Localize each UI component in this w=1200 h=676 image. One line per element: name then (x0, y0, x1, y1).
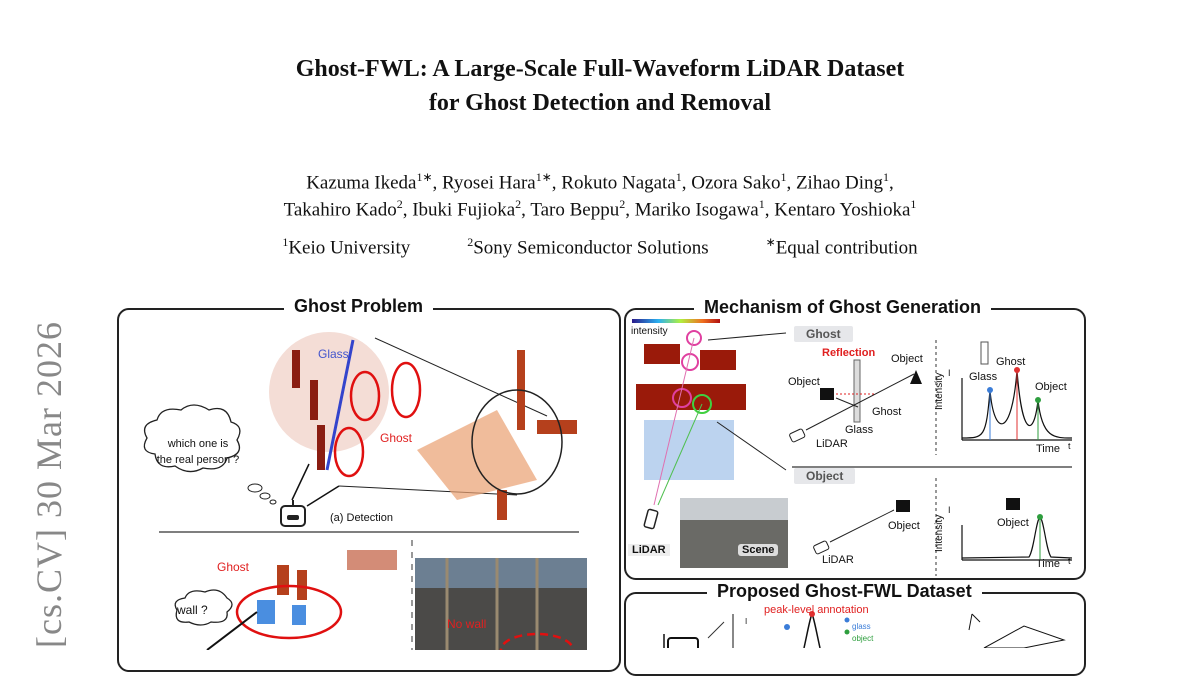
object-tag: Object (794, 468, 856, 484)
ghost-peak-label: Ghost (996, 356, 1026, 368)
axis-t-top: t (1068, 441, 1071, 451)
intensity-colorbar (632, 319, 720, 323)
axis-time-bottom: Time (1036, 558, 1061, 570)
wall-thought-text: wall ? (177, 603, 208, 617)
intensity-label: intensity (631, 326, 668, 337)
author-affiliation-mark: 1 (780, 170, 787, 184)
author: Takahiro Kado (283, 199, 397, 221)
author: Keio University (288, 237, 411, 259)
ghost-problem-illustration (143, 332, 587, 650)
legend-glass: glass (852, 622, 871, 631)
glass-peak-label: Glass (969, 371, 998, 383)
author-affiliation-mark: 1 (883, 170, 890, 184)
author-affiliation-mark: 1∗ (416, 170, 433, 184)
object-label-bottom: Object (888, 520, 920, 532)
object-peak-label-bottom: Object (997, 517, 1029, 529)
author: Zihao Ding (795, 172, 884, 194)
author: Rokuto Nagata (561, 172, 676, 194)
author: Sony Semiconductor Solutions (473, 237, 709, 259)
author: Taro Beppu (530, 199, 620, 221)
author-affiliation-mark: ∗ (765, 235, 776, 249)
dataset-title: Proposed Ghost-FWL Dataset (707, 581, 982, 602)
axis-time-top: Time (1036, 443, 1061, 455)
peak-annotation-label: peak-level annotation (764, 604, 869, 616)
affiliations: 1Keio University 2Sony Semiconductor Sol… (0, 235, 1200, 259)
object-label-building: Object (788, 376, 820, 388)
ghost-label: Ghost (380, 431, 413, 445)
author: Equal contribution (775, 237, 918, 259)
reflection-label: Reflection (822, 347, 876, 359)
author-affiliation-mark: 1 (282, 235, 289, 249)
lidar-tag: LiDAR (628, 544, 670, 556)
axis-intensity-top: Intensity (934, 372, 945, 410)
authors-line2: Takahiro Kado2, Ibuki Fujioka2, Taro Bep… (283, 197, 917, 221)
dataset-illustration (663, 611, 1066, 648)
author-affiliation-mark: 2 (396, 197, 403, 211)
author: Ozora Sako (691, 172, 781, 194)
no-wall-label: No wall (447, 617, 487, 631)
paper-title-line2: for Ghost Detection and Removal (428, 90, 772, 116)
author-affiliation-mark: 2 (515, 197, 522, 211)
mechanism-title: Mechanism of Ghost Generation (694, 297, 992, 318)
author-affiliation-mark: 1 (910, 197, 917, 211)
axis-i-top: I (948, 368, 951, 378)
author-affiliation-mark: 1∗ (535, 170, 552, 184)
building-icon (820, 388, 834, 400)
paper-title-line1: Ghost-FWL: A Large-Scale Full-Waveform L… (295, 56, 905, 82)
arxiv-stamp: [cs.CV] 30 Mar 2026 (29, 321, 69, 648)
axis-intensity-bottom: Intensity (934, 514, 945, 552)
authors-line1: Kazuma Ikeda1∗, Ryosei Hara1∗, Rokuto Na… (306, 170, 894, 194)
tree-icon (910, 370, 922, 384)
axis-i-dataset: I (745, 617, 748, 626)
scene-tag: Scene (738, 544, 779, 556)
axis-t-bottom: t (1068, 556, 1071, 566)
author-affiliation-mark: 1 (675, 170, 682, 184)
object-peak-label: Object (1035, 381, 1067, 393)
author: Kentaro Yoshioka (774, 199, 911, 221)
ghost-problem-title: Ghost Problem (284, 296, 434, 317)
author-affiliation-mark: 1 (758, 197, 765, 211)
ghost-label-diagram: Ghost (872, 406, 902, 418)
object-label-tree: Object (891, 353, 923, 365)
glass-line (325, 339, 355, 471)
author: Ibuki Fujioka (412, 199, 516, 221)
axis-i-bottom: I (948, 505, 951, 515)
ghost-tag: Ghost (794, 326, 853, 342)
lidar-label-bottom: LiDAR (822, 554, 854, 566)
glass-label: Glass (318, 347, 349, 361)
author: Mariko Isogawa (634, 199, 759, 221)
author: Kazuma Ikeda (306, 172, 417, 194)
lidar-label-diagram: LiDAR (816, 438, 848, 450)
caption-detection: (a) Detection (330, 512, 393, 524)
author-affiliation-mark: 2 (619, 197, 626, 211)
author: Ryosei Hara (442, 172, 536, 194)
legend-object: object (852, 634, 874, 643)
glass-label-diagram: Glass (845, 424, 874, 436)
mechanism-illustration (632, 319, 1073, 576)
author-affiliation-mark: 2 (467, 235, 474, 249)
ghost-label-2: Ghost (217, 560, 250, 574)
